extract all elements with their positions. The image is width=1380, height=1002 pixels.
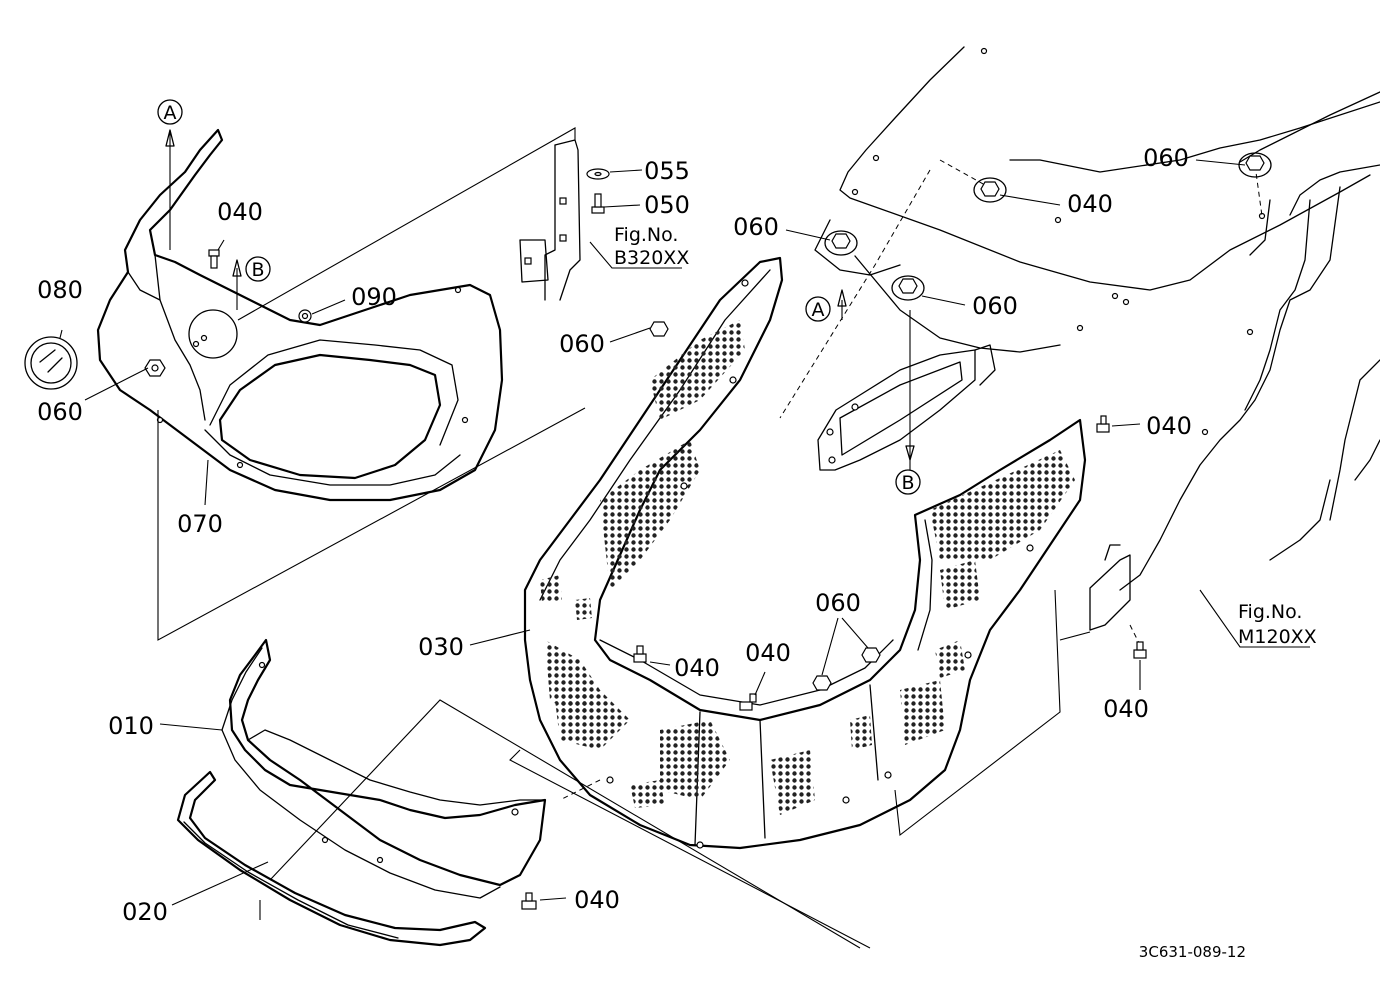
marker-a-upper: A bbox=[157, 99, 183, 125]
drawing-code: 3C631-089-12 bbox=[1139, 943, 1246, 961]
figure-ref-b320-label: Fig.No. bbox=[614, 224, 678, 246]
figure-ref-b320: Fig.No. B320XX bbox=[614, 224, 689, 269]
marker-a-lower: A bbox=[805, 296, 831, 322]
callout-070: 070 bbox=[177, 510, 223, 538]
bolt-040-g bbox=[739, 693, 757, 711]
bolt-040-e bbox=[1096, 415, 1110, 433]
callout-010: 010 bbox=[108, 712, 154, 740]
washer-055 bbox=[586, 168, 610, 180]
fasteners bbox=[24, 152, 1272, 910]
nut-060-e bbox=[861, 647, 881, 663]
callout-leaders bbox=[59, 130, 1310, 906]
bolt-040-d bbox=[973, 177, 1007, 203]
lamp-080 bbox=[24, 336, 78, 390]
callout-080: 080 bbox=[37, 276, 83, 304]
callout-060-hood-b: 060 bbox=[972, 292, 1018, 320]
callout-060-hood-c: 060 bbox=[1143, 144, 1189, 172]
front-grille-030 bbox=[523, 256, 1087, 850]
callout-060-left: 060 bbox=[37, 398, 83, 426]
nut-060-a bbox=[824, 230, 858, 256]
reference-lines bbox=[157, 127, 1091, 949]
callout-040-right: 040 bbox=[1146, 412, 1192, 440]
callout-050: 050 bbox=[644, 191, 690, 219]
callout-030: 030 bbox=[418, 633, 464, 661]
bumper-rubber-020 bbox=[176, 770, 487, 947]
bolt-040-h bbox=[1133, 641, 1147, 659]
nut-060-grille bbox=[649, 321, 669, 337]
bolt-040-upper bbox=[208, 249, 220, 269]
screw-050 bbox=[591, 193, 605, 214]
callout-040-bumper: 040 bbox=[574, 886, 620, 914]
reference-markers: A B A B bbox=[157, 99, 921, 495]
callout-060-hood-a: 060 bbox=[733, 213, 779, 241]
callout-060-grille-pair: 060 bbox=[815, 589, 861, 617]
callout-040-grille-a: 040 bbox=[674, 654, 720, 682]
callout-040-grille-b: 040 bbox=[745, 639, 791, 667]
marker-b-upper-label: B bbox=[251, 259, 264, 281]
figure-ref-m120-label: Fig.No. bbox=[1238, 601, 1302, 623]
marker-a-upper-label: A bbox=[164, 102, 177, 124]
callout-040-bracket: 040 bbox=[1103, 695, 1149, 723]
figure-ref-b320-code: B320XX bbox=[614, 247, 689, 269]
callout-060-grille: 060 bbox=[559, 330, 605, 358]
callout-090: 090 bbox=[351, 283, 397, 311]
nut-090 bbox=[298, 309, 312, 323]
bolt-040-f bbox=[633, 645, 647, 663]
marker-b-upper: B bbox=[245, 256, 271, 282]
figure-ref-m120: Fig.No. M120XX bbox=[1238, 601, 1317, 648]
nut-060-d bbox=[812, 675, 832, 691]
nut-060-c bbox=[1238, 152, 1272, 178]
marker-b-lower-label: B bbox=[901, 472, 914, 494]
callout-040-upper: 040 bbox=[217, 198, 263, 226]
callout-labels: 080 040 090 060 070 055 050 060 060 060 … bbox=[37, 144, 1192, 926]
assembly-dashed-lines bbox=[559, 159, 1263, 801]
marker-b-lower: B bbox=[895, 469, 921, 495]
bolt-040-i bbox=[521, 892, 537, 910]
mounting-bracket bbox=[519, 139, 581, 301]
headlight-panel-070 bbox=[96, 128, 504, 502]
marker-a-lower-label: A bbox=[812, 299, 825, 321]
front-bumper-010 bbox=[221, 638, 547, 899]
nut-060-left bbox=[144, 359, 166, 377]
callout-040-hood: 040 bbox=[1067, 190, 1113, 218]
nut-060-b bbox=[891, 275, 925, 301]
figure-ref-m120-code: M120XX bbox=[1238, 626, 1317, 648]
hood-upper-cover bbox=[814, 46, 1380, 631]
callout-020: 020 bbox=[122, 898, 168, 926]
callout-055: 055 bbox=[644, 157, 690, 185]
